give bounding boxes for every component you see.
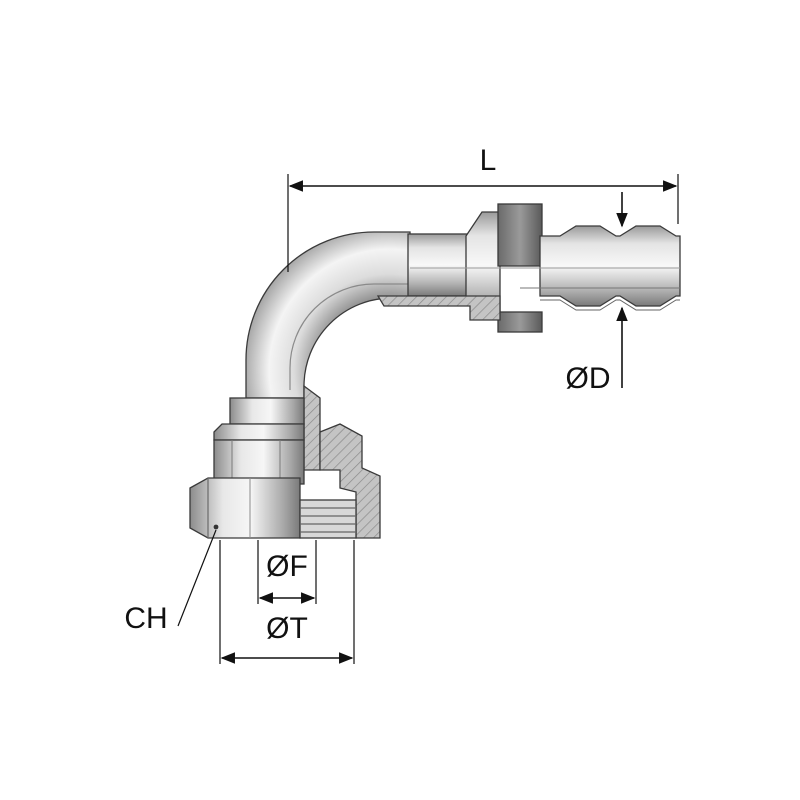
straight-tube xyxy=(407,233,469,297)
dimension-l: L xyxy=(287,144,679,272)
fitting-body xyxy=(189,203,681,539)
nut-top xyxy=(213,423,305,441)
label-d: ØD xyxy=(566,362,611,395)
dimension-f: ØF xyxy=(257,540,317,604)
label-ch: CH xyxy=(124,602,167,635)
shoulder xyxy=(229,397,305,425)
dimension-ch: CH xyxy=(124,529,217,635)
socket-section xyxy=(376,295,501,321)
internal-thread xyxy=(299,499,357,539)
dimension-t: ØT xyxy=(219,540,355,664)
label-t: ØT xyxy=(266,612,308,645)
hex-nut xyxy=(189,477,301,539)
nut-section xyxy=(319,423,381,539)
label-f: ØF xyxy=(266,550,308,583)
hose-tail xyxy=(520,225,681,311)
ferrule-ring xyxy=(497,203,543,267)
label-l: L xyxy=(480,144,497,177)
dimension-d: ØD xyxy=(566,192,628,395)
elbow-bend xyxy=(245,231,411,399)
